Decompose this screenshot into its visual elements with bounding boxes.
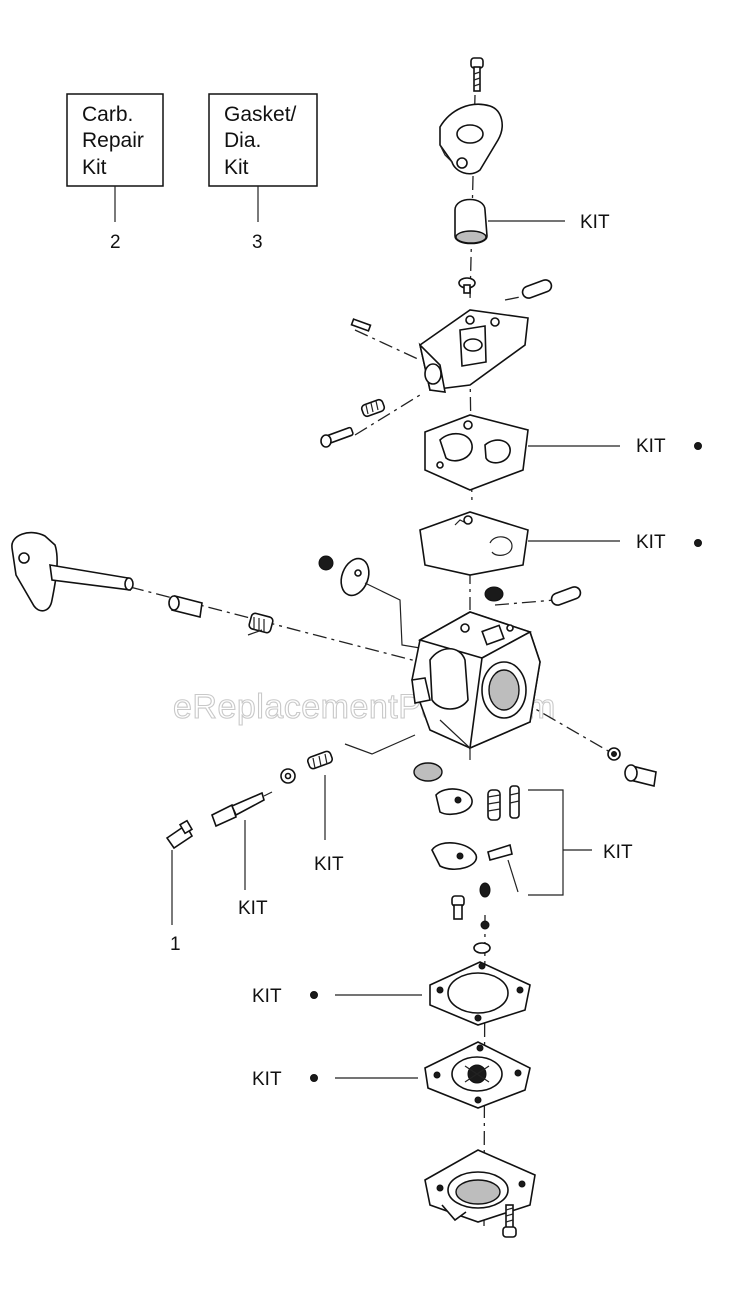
needle-washer xyxy=(280,768,296,784)
screen-plug xyxy=(484,586,504,602)
adjusting-needle-middle: KIT xyxy=(211,791,273,919)
kit-label-primer-bulb: KIT xyxy=(580,212,610,233)
kit-dot-pump-gasket xyxy=(694,442,702,450)
pump-cover xyxy=(418,309,529,393)
metering-screw xyxy=(451,895,465,920)
carburetor-body xyxy=(344,611,541,760)
kit-label-metering-diaphragm: KIT xyxy=(252,1069,282,1090)
carb-repair-kit-line-3: Kit xyxy=(82,156,107,179)
kit-label-metering: KIT xyxy=(603,842,633,863)
choke-screw xyxy=(318,555,334,571)
metering-kit-bracket: KIT xyxy=(528,789,633,896)
low-speed-washer xyxy=(607,747,621,761)
kit-label-pump-diaphragm: KIT xyxy=(636,532,666,553)
throttle-bushing xyxy=(168,595,203,618)
idle-spring xyxy=(360,398,386,418)
o-ring xyxy=(473,942,491,954)
pump-gasket: KIT xyxy=(424,414,702,491)
carb-repair-kit-box: Carb. Repair Kit 2 xyxy=(66,93,164,253)
pin-right xyxy=(550,586,582,606)
gasket-dia-kit-box: Gasket/ Dia. Kit 3 xyxy=(208,93,318,253)
cover-screw xyxy=(502,1204,517,1238)
primer-bulb: KIT xyxy=(454,198,610,245)
high-speed-plug xyxy=(624,764,657,787)
kit-dot-pump-diaphragm xyxy=(694,539,702,547)
adjusting-needle-left: 1 xyxy=(165,819,194,955)
ref-number-2: 2 xyxy=(110,232,121,253)
kit-label-spring: KIT xyxy=(314,854,344,875)
kit-label-pump-gasket: KIT xyxy=(636,436,666,457)
gasket-dia-kit-line-2: Dia. xyxy=(224,129,261,152)
ref-number-3: 3 xyxy=(252,232,263,253)
metering-gasket: KIT xyxy=(252,961,531,1026)
kit-label-metering-gasket: KIT xyxy=(252,986,282,1007)
gasket-dia-kit-line-3: Kit xyxy=(224,156,249,179)
metering-diaphragm: KIT xyxy=(252,1041,531,1109)
gasket-dia-kit-line-1: Gasket/ xyxy=(224,103,297,126)
inlet-needle xyxy=(509,785,520,819)
top-cover xyxy=(439,103,503,175)
kit-dot-metering-diaphragm xyxy=(310,1074,318,1082)
throttle-lever xyxy=(11,531,134,612)
needle-spring: KIT xyxy=(306,750,344,875)
idle-screw xyxy=(320,426,354,448)
carb-repair-kit-line-1: Carb. xyxy=(82,103,133,126)
fuel-check-valve xyxy=(479,882,491,930)
top-screw xyxy=(470,57,484,92)
ref-number-1: 1 xyxy=(170,934,181,955)
idle-plug xyxy=(413,762,443,782)
metering-spring xyxy=(487,789,501,821)
small-screw-left xyxy=(350,318,372,332)
kit-dot-metering-gasket xyxy=(310,991,318,999)
metering-lever-pin-disc xyxy=(435,788,473,816)
check-valve xyxy=(458,277,476,294)
throttle-spring xyxy=(247,612,274,636)
metering-lever xyxy=(487,843,519,893)
pump-diaphragm: KIT xyxy=(419,511,702,576)
pin-upper xyxy=(521,279,553,299)
metering-cover xyxy=(424,1149,536,1223)
metering-lever-disc xyxy=(431,842,478,871)
carb-repair-kit-line-2: Repair xyxy=(82,129,144,152)
kit-label-needle: KIT xyxy=(238,898,268,919)
choke-plate xyxy=(340,557,421,649)
